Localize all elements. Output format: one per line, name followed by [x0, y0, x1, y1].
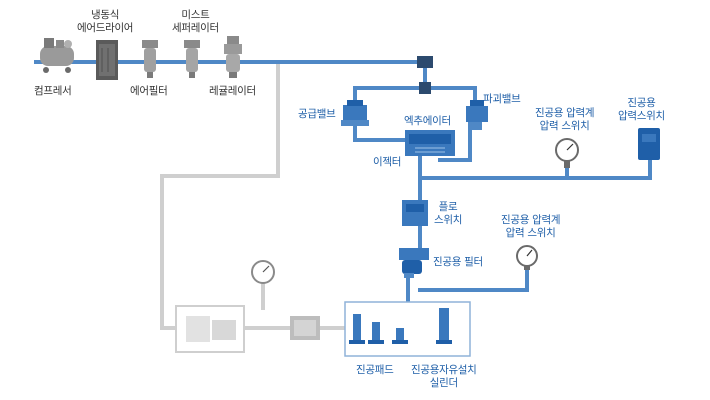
label-mist-separator: 미스트 세퍼레이터	[172, 9, 219, 34]
label-vacuum-pressure-switch-top: 진공용 압력계 압력 스위치	[535, 107, 595, 132]
label-refrigerated-dryer: 냉동식 에어드라이어	[77, 9, 134, 34]
label-release-valve: 파괴밸브	[483, 93, 521, 105]
label-vacuum-switch: 진공용 압력스위치	[618, 97, 665, 122]
blue-pipe-switch-line	[418, 158, 652, 180]
label-ejector-main: 엑추에이터	[404, 115, 451, 127]
label-regulator: 레귤레이터	[209, 85, 256, 97]
label-supply-valve: 공급밸브	[298, 108, 336, 120]
ejector-icon	[405, 130, 455, 156]
air-filter-icon	[142, 40, 158, 78]
label-compressor: 컴프레서	[34, 85, 72, 97]
flow-switch-icon	[402, 200, 428, 226]
air-compressor-icon	[40, 38, 74, 73]
label-vacuum-pad: 진공패드	[356, 364, 394, 376]
label-ejector-sub: 이젝터	[373, 156, 402, 168]
pressure-gauge-mid-icon	[516, 245, 538, 270]
regulator-icon	[224, 36, 242, 78]
vacuum-pump-icon	[175, 305, 245, 353]
gray-pipes	[160, 60, 347, 330]
blue-pipes	[34, 60, 652, 304]
label-flow-switch: 플로 스위치	[434, 201, 463, 226]
pressure-switch-icon	[638, 128, 660, 160]
vacuum-tank-icon	[290, 316, 320, 340]
vacuum-pad-group-box	[344, 301, 471, 357]
mist-separator-icon	[184, 40, 200, 78]
label-vacuum-pressure-switch-mid: 진공용 압력계 압력 스위치	[501, 214, 561, 239]
label-free-install-cylinder: 진공용자유설치 실린더	[411, 364, 477, 389]
blue-pipe-filter-to-gauge	[418, 266, 529, 292]
label-vacuum-filter: 진공용 필터	[433, 256, 483, 268]
label-air-filter: 에어필터	[130, 85, 168, 97]
supply-valve-icon	[341, 100, 369, 126]
refrigerated-dryer-icon	[96, 40, 118, 80]
tee-fitting-icon	[417, 56, 433, 94]
vacuum-filter-icon	[399, 248, 429, 278]
pressure-gauge-icon	[555, 138, 579, 168]
gray-pipe-main-loop	[160, 60, 280, 330]
gray-pressure-gauge-icon	[251, 260, 275, 284]
release-valve-icon	[466, 100, 488, 130]
